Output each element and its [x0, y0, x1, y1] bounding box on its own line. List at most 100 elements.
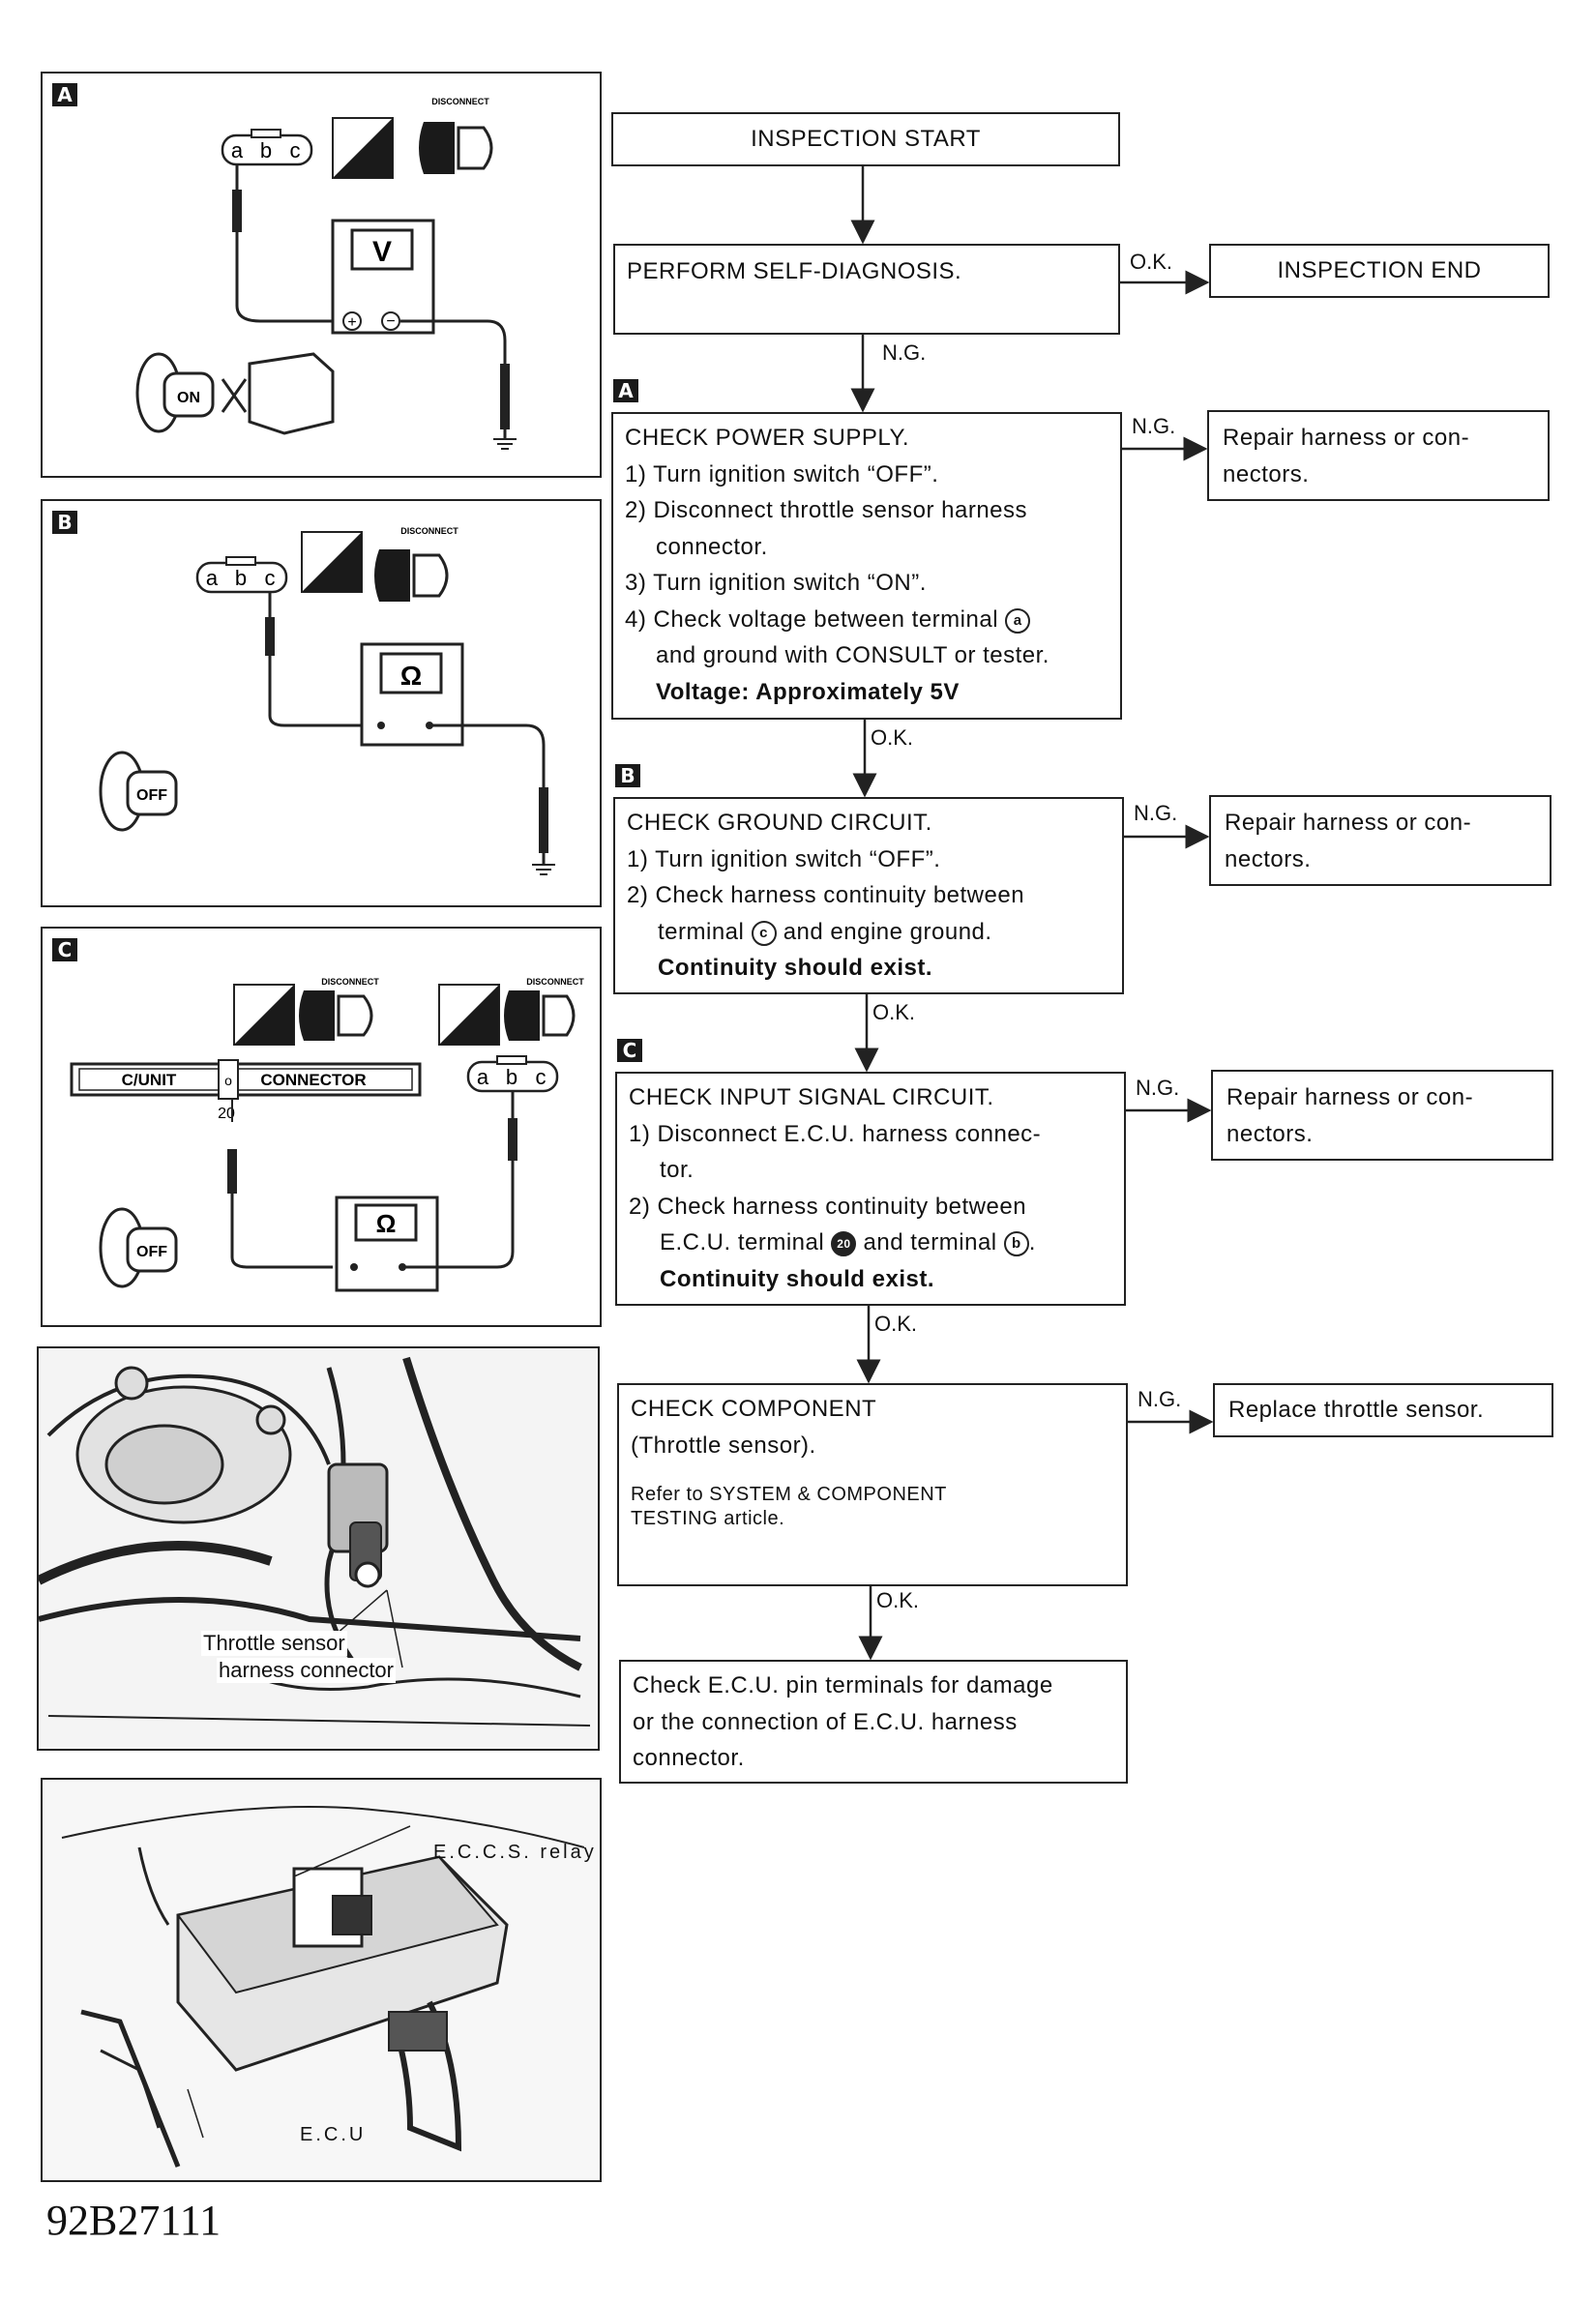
- step-a-line3: 3) Turn ignition switch “ON”.: [625, 570, 927, 596]
- final-check-box: Check E.C.U. pin terminals for damage or…: [619, 1660, 1128, 1784]
- step-b-line1: 1) Turn ignition switch “OFF”.: [627, 845, 941, 872]
- inspection-end-label: INSPECTION END: [1277, 257, 1482, 283]
- term-a: a: [231, 138, 244, 162]
- repair-box-b: Repair harness or con- nectors.: [1209, 795, 1552, 886]
- step-b-title: CHECK GROUND CIRCUIT.: [627, 810, 932, 836]
- photo-throttle-sensor: Throttle sensor harness connector: [37, 1346, 600, 1751]
- inspection-end-box: INSPECTION END: [1209, 244, 1550, 298]
- photo-label-harness-connector: harness connector: [217, 1658, 396, 1683]
- repair-b-line2: nectors.: [1225, 845, 1312, 872]
- flow-tag-c: C: [617, 1039, 642, 1062]
- replace-box: Replace throttle sensor.: [1213, 1383, 1553, 1437]
- svg-text:DISCONNECT: DISCONNECT: [526, 977, 584, 987]
- step-b-line3: terminal c and engine ground.: [627, 914, 1110, 951]
- step-b-line3b: and engine ground.: [783, 918, 992, 945]
- photo-label-eccs-relay: E.C.C.S. relay: [433, 1842, 597, 1863]
- figure-code: 92B27111: [46, 2197, 222, 2244]
- step-a-line2: 2) Disconnect throttle sensor harness: [625, 497, 1028, 523]
- step-c-box: CHECK INPUT SIGNAL CIRCUIT. 1) Disconnec…: [615, 1072, 1126, 1306]
- step-c-spec: Continuity should exist.: [660, 1265, 935, 1292]
- step-a-line4: 4) Check voltage between terminal a: [625, 602, 1108, 638]
- ok-label-diag: O.K.: [1130, 250, 1173, 274]
- step-b-spec: Continuity should exist.: [658, 955, 933, 981]
- step-a-line4b: and ground with CONSULT or tester.: [656, 642, 1049, 668]
- step-c-line1: 1) Disconnect E.C.U. harness connec-: [629, 1120, 1042, 1147]
- svg-text:DISCONNECT: DISCONNECT: [400, 526, 458, 536]
- photo-label-throttle-sensor: Throttle sensor: [201, 1631, 347, 1656]
- ng-label-diag: N.G.: [882, 340, 927, 365]
- signal-test-diagram: C/UNIT o CONNECTOR 20 Ω a b c DISCONNECT…: [70, 977, 584, 1292]
- step-a-line1: 1) Turn ignition switch “OFF”.: [625, 460, 939, 487]
- photo-label-ecu: E.C.U: [300, 2124, 367, 2145]
- panel-tag-b: B: [52, 511, 77, 534]
- ok-label-d: O.K.: [876, 1588, 920, 1612]
- step-b-box: CHECK GROUND CIRCUIT. 1) Turn ignition s…: [613, 797, 1124, 994]
- ng-label-c: N.G.: [1136, 1076, 1180, 1100]
- step-b-line2: 2) Check harness continuity between: [627, 882, 1025, 908]
- step-a-line2b: connector.: [656, 533, 768, 560]
- step-d-box: CHECK COMPONENT (Throttle sensor). Refer…: [617, 1383, 1128, 1586]
- terminal-a-symbol: a: [1005, 607, 1031, 634]
- self-diagnosis-label: PERFORM SELF-DIAGNOSIS.: [627, 258, 962, 284]
- step-a-box: CHECK POWER SUPPLY. 1) Turn ignition swi…: [611, 412, 1122, 720]
- ok-label-b: O.K.: [872, 1000, 916, 1024]
- step-c-line3b: and terminal: [863, 1229, 997, 1255]
- figure-panel-c: C C/UNIT o CONNECTOR 20 Ω a b c DISCONNE…: [41, 927, 602, 1327]
- svg-text:−: −: [386, 313, 395, 330]
- self-diagnosis-box: PERFORM SELF-DIAGNOSIS.: [613, 244, 1120, 335]
- step-d-note2: TESTING article.: [631, 1508, 785, 1529]
- svg-text:c: c: [265, 566, 276, 590]
- svg-text:c: c: [536, 1065, 547, 1089]
- inspection-start-label: INSPECTION START: [751, 126, 981, 152]
- unit-right: CONNECTOR: [260, 1071, 366, 1089]
- step-a-spec: Voltage: Approximately 5V: [656, 678, 960, 705]
- ecu-illustration: [61, 1806, 585, 2168]
- term-b: b: [260, 138, 272, 162]
- ng-label-d: N.G.: [1138, 1387, 1182, 1411]
- step-b-line3a: terminal: [658, 918, 745, 945]
- step-a-title: CHECK POWER SUPPLY.: [625, 425, 910, 451]
- ng-label-b: N.G.: [1134, 801, 1178, 825]
- switch-off-c: OFF: [136, 1244, 167, 1260]
- repair-box-c: Repair harness or con- nectors.: [1211, 1070, 1553, 1161]
- meter-ohm-c: Ω: [376, 1209, 397, 1238]
- step-c-title: CHECK INPUT SIGNAL CIRCUIT.: [629, 1084, 994, 1110]
- figure-panel-b: B a b c Ω DISCONNECT OFF: [41, 499, 602, 907]
- terminal-b-symbol: b: [1003, 1231, 1029, 1256]
- figure-panel-a: A a b c V + − DISCONNECT: [41, 72, 602, 478]
- disconnect-label: DISCONNECT: [431, 97, 489, 106]
- step-c-line3a: E.C.U. terminal: [660, 1229, 825, 1255]
- final-line1: Check E.C.U. pin terminals for damage: [633, 1672, 1053, 1698]
- repair-box-a: Repair harness or con- nectors.: [1207, 410, 1550, 501]
- flow-tag-a: A: [613, 379, 638, 402]
- svg-text:o: o: [224, 1073, 232, 1088]
- photo-ecu: E.C.C.S. relay E.C.U: [41, 1778, 602, 2182]
- step-c-line1b: tor.: [660, 1157, 695, 1183]
- voltage-test-diagram: a b c V + − DISCONNECT ON: [135, 97, 517, 450]
- panel-tag-c: C: [52, 938, 77, 961]
- switch-off-b: OFF: [136, 787, 167, 804]
- svg-text:a: a: [477, 1065, 489, 1089]
- ground-test-diagram: a b c Ω DISCONNECT OFF: [99, 526, 555, 875]
- final-line3: connector.: [633, 1745, 745, 1771]
- svg-text:+: +: [347, 314, 356, 331]
- repair-a-line2: nectors.: [1223, 460, 1310, 487]
- inspection-start-box: INSPECTION START: [611, 112, 1120, 166]
- terminal-20-symbol: 20: [831, 1231, 857, 1256]
- svg-text:b: b: [506, 1065, 517, 1089]
- switch-on: ON: [177, 390, 200, 406]
- step-d-title: CHECK COMPONENT: [631, 1396, 877, 1422]
- terminal-c-symbol: c: [751, 920, 777, 946]
- meter-ohm-b: Ω: [400, 661, 422, 691]
- engine-bay-illustration: [39, 1356, 591, 1727]
- repair-a-line1: Repair harness or con-: [1223, 425, 1470, 451]
- flow-tag-b: B: [615, 764, 640, 787]
- ok-label-a: O.K.: [871, 725, 914, 750]
- step-a-line4-text: 4) Check voltage between terminal: [625, 605, 999, 633]
- step-c-line2: 2) Check harness continuity between: [629, 1193, 1027, 1220]
- replace-label: Replace throttle sensor.: [1228, 1397, 1485, 1423]
- panel-tag-a: A: [52, 83, 77, 106]
- repair-c-line2: nectors.: [1227, 1120, 1314, 1147]
- ng-label-a: N.G.: [1132, 414, 1176, 438]
